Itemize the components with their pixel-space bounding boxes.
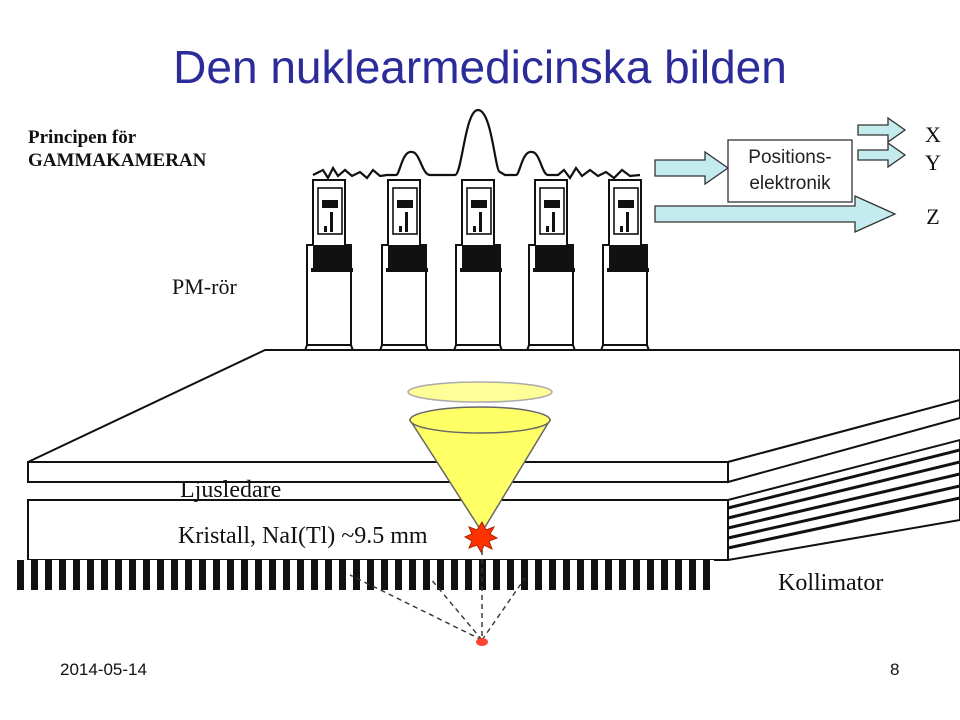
light-cone — [408, 406, 552, 534]
electronics-label-line-2: elektronik — [749, 173, 831, 194]
collimator — [14, 560, 714, 590]
subtitle-line-1: Principen för — [28, 127, 137, 148]
light-guide-label: Ljusledare — [180, 477, 281, 503]
arrow-z — [654, 194, 897, 234]
signal-arrows — [654, 116, 907, 234]
output-z-label: Z — [926, 204, 939, 229]
arrow-y — [857, 141, 907, 169]
scintillation-burst — [463, 520, 499, 554]
slide-date: 2014-05-14 — [60, 660, 147, 679]
subtitle-line-2: GAMMAKAMERAN — [28, 150, 207, 171]
pm-tube-label: PM-rör — [172, 274, 237, 299]
slide-title: Den nuklearmedicinska bilden — [173, 41, 787, 93]
arrow-x — [857, 116, 907, 144]
crystal-label: Kristall, NaI(Tl) ~9.5 mm — [178, 523, 428, 549]
arrow-to-electronics — [654, 150, 730, 186]
radiation-source-dot — [476, 638, 488, 646]
slide-subtitle: Principen för GAMMAKAMERAN — [28, 126, 206, 172]
output-x-label: X — [925, 122, 941, 147]
collimator-label: Kollimator — [778, 570, 883, 596]
pm-tube-3 — [448, 179, 508, 396]
light-guide-slab — [27, 349, 960, 484]
output-y-label: Y — [925, 150, 941, 175]
light-spot — [407, 381, 553, 403]
slide-page-number: 8 — [890, 660, 900, 679]
signal-waveform — [312, 108, 641, 181]
position-electronics-box — [727, 139, 853, 203]
electronics-label-line-1: Positions- — [748, 147, 831, 168]
